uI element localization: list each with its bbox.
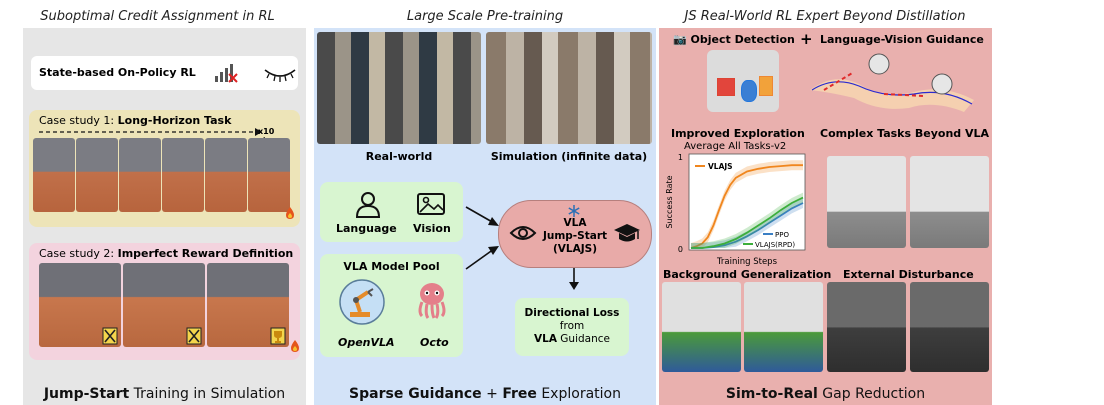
real-world-label: Real-world xyxy=(365,150,433,163)
series-line-0 xyxy=(690,164,803,249)
simulation-label: Simulation (infinite data) xyxy=(490,150,648,163)
object-detection-label: 📷 Object Detection xyxy=(673,33,795,46)
closed-eye-icon xyxy=(264,69,296,82)
input-arrows xyxy=(465,206,499,270)
middle-bottom-caption: Sparse Guidance + Free Exploration xyxy=(349,386,621,402)
sim-frame-1 xyxy=(33,138,75,212)
sim-frame-5 xyxy=(205,138,247,212)
down-arrow xyxy=(569,268,579,290)
octopus-icon xyxy=(418,283,446,319)
plus-sign: + xyxy=(800,30,813,48)
chart-title: Average All Tasks-v2 xyxy=(684,141,787,152)
case-study-1-title: Case study 1: Long-Horizon Task xyxy=(39,114,232,127)
complex-task-photo-2 xyxy=(910,156,989,248)
right-bottom-caption: Sim-to-Real Gap Reduction xyxy=(725,386,926,402)
series-band-2 xyxy=(691,192,803,248)
bg-gen-photo-2 xyxy=(744,282,823,372)
legend-rpd: VLAJS(RPD) xyxy=(755,241,795,249)
model-pool-title: VLA Model Pool xyxy=(343,260,440,273)
sim-frame-2 xyxy=(76,138,118,212)
series-band-1 xyxy=(691,198,803,248)
case-study-2-title: Case study 2: Imperfect Reward Definitio… xyxy=(39,247,294,260)
fire-icon xyxy=(291,340,299,352)
object-detection-image xyxy=(707,50,779,112)
state-based-rl-label: State-based On-Policy RL xyxy=(39,66,196,79)
eye-icon xyxy=(509,226,537,240)
vision-label: Vision xyxy=(413,222,451,235)
openvla-label: OpenVLA xyxy=(338,336,395,349)
camera-icon: 📷 xyxy=(673,33,691,46)
lang-vision-label: Language-Vision Guidance xyxy=(820,33,984,46)
language-label: Language xyxy=(336,222,397,235)
person-icon xyxy=(355,192,381,218)
series-line-2 xyxy=(691,196,804,249)
bar-chart-cross-icon xyxy=(215,64,238,83)
complex-task-photo-1 xyxy=(827,156,906,248)
middle-panel-title: Large Scale Pre-training xyxy=(406,9,564,24)
robot-arm-icon xyxy=(339,279,385,325)
real-world-collage xyxy=(317,32,481,144)
vla-model-pool-box: VLA Model Pool OpenVLA Octo xyxy=(320,254,463,357)
disturbance-photo-1 xyxy=(827,282,906,372)
success-rate-chart: Success Rate 1 0 Training Steps VLAJS PP… xyxy=(665,153,806,267)
snowflake-icon xyxy=(568,205,580,217)
disturbance-photo-2 xyxy=(910,282,989,372)
state-based-rl-box: State-based On-Policy RL xyxy=(31,56,298,90)
simulation-collage xyxy=(486,32,652,144)
dashed-arrow xyxy=(39,128,262,136)
fire-icon xyxy=(286,207,294,219)
chart-ytick-1: 1 xyxy=(678,153,683,162)
graduation-cap-icon xyxy=(614,224,640,242)
directional-loss-label: Directional Loss from VLA Guidance xyxy=(524,307,620,345)
right-panel: 📷 Object Detection + Language-Vision Gui… xyxy=(659,28,992,405)
series-band-0 xyxy=(691,160,803,248)
chart-ylabel: Success Rate xyxy=(665,175,674,228)
legend-vlajs: VLAJS xyxy=(708,162,733,171)
sim-frame-6 xyxy=(248,138,290,212)
background-generalization-label: Background Generalization xyxy=(663,268,832,281)
directional-loss-box: Directional Loss from VLA Guidance xyxy=(515,298,629,356)
chart-plot-area xyxy=(688,153,806,251)
legend-ppo: PPO xyxy=(775,231,789,239)
language-vision-box: Language Vision xyxy=(320,182,463,242)
image-icon xyxy=(417,193,445,215)
fail-cross-icon xyxy=(102,327,118,345)
complex-tasks-label: Complex Tasks Beyond VLA xyxy=(820,127,990,140)
external-disturbance-label: External Disturbance xyxy=(843,268,974,281)
fail-cross-icon xyxy=(186,327,202,345)
bg-gen-photo-1 xyxy=(662,282,741,372)
sim-frame-4 xyxy=(162,138,204,212)
left-panel-title: Suboptimal Credit Assignment in RL xyxy=(40,9,275,24)
left-panel: State-based On-Policy RL Case study 1: L… xyxy=(23,28,306,405)
left-bottom-caption: Jump-Start Training in Simulation xyxy=(43,386,286,402)
octo-label: Octo xyxy=(420,336,449,349)
language-vision-trajectory xyxy=(810,53,974,112)
chart-xlabel: Training Steps xyxy=(716,257,778,267)
chart-ytick-0: 0 xyxy=(678,245,683,254)
improved-exploration-label: Improved Exploration xyxy=(671,127,805,140)
case-study-1-box: Case study 1: Long-Horizon Task x10 step… xyxy=(29,110,300,227)
case-study-2-box: Case study 2: Imperfect Reward Definitio… xyxy=(29,243,300,360)
middle-panel: Real-world Simulation (infinite data) La… xyxy=(314,28,656,405)
trophy-icon xyxy=(270,327,286,345)
sim-frame-3 xyxy=(119,138,161,212)
right-panel-title: JS Real-World RL Expert Beyond Distillat… xyxy=(684,9,966,24)
